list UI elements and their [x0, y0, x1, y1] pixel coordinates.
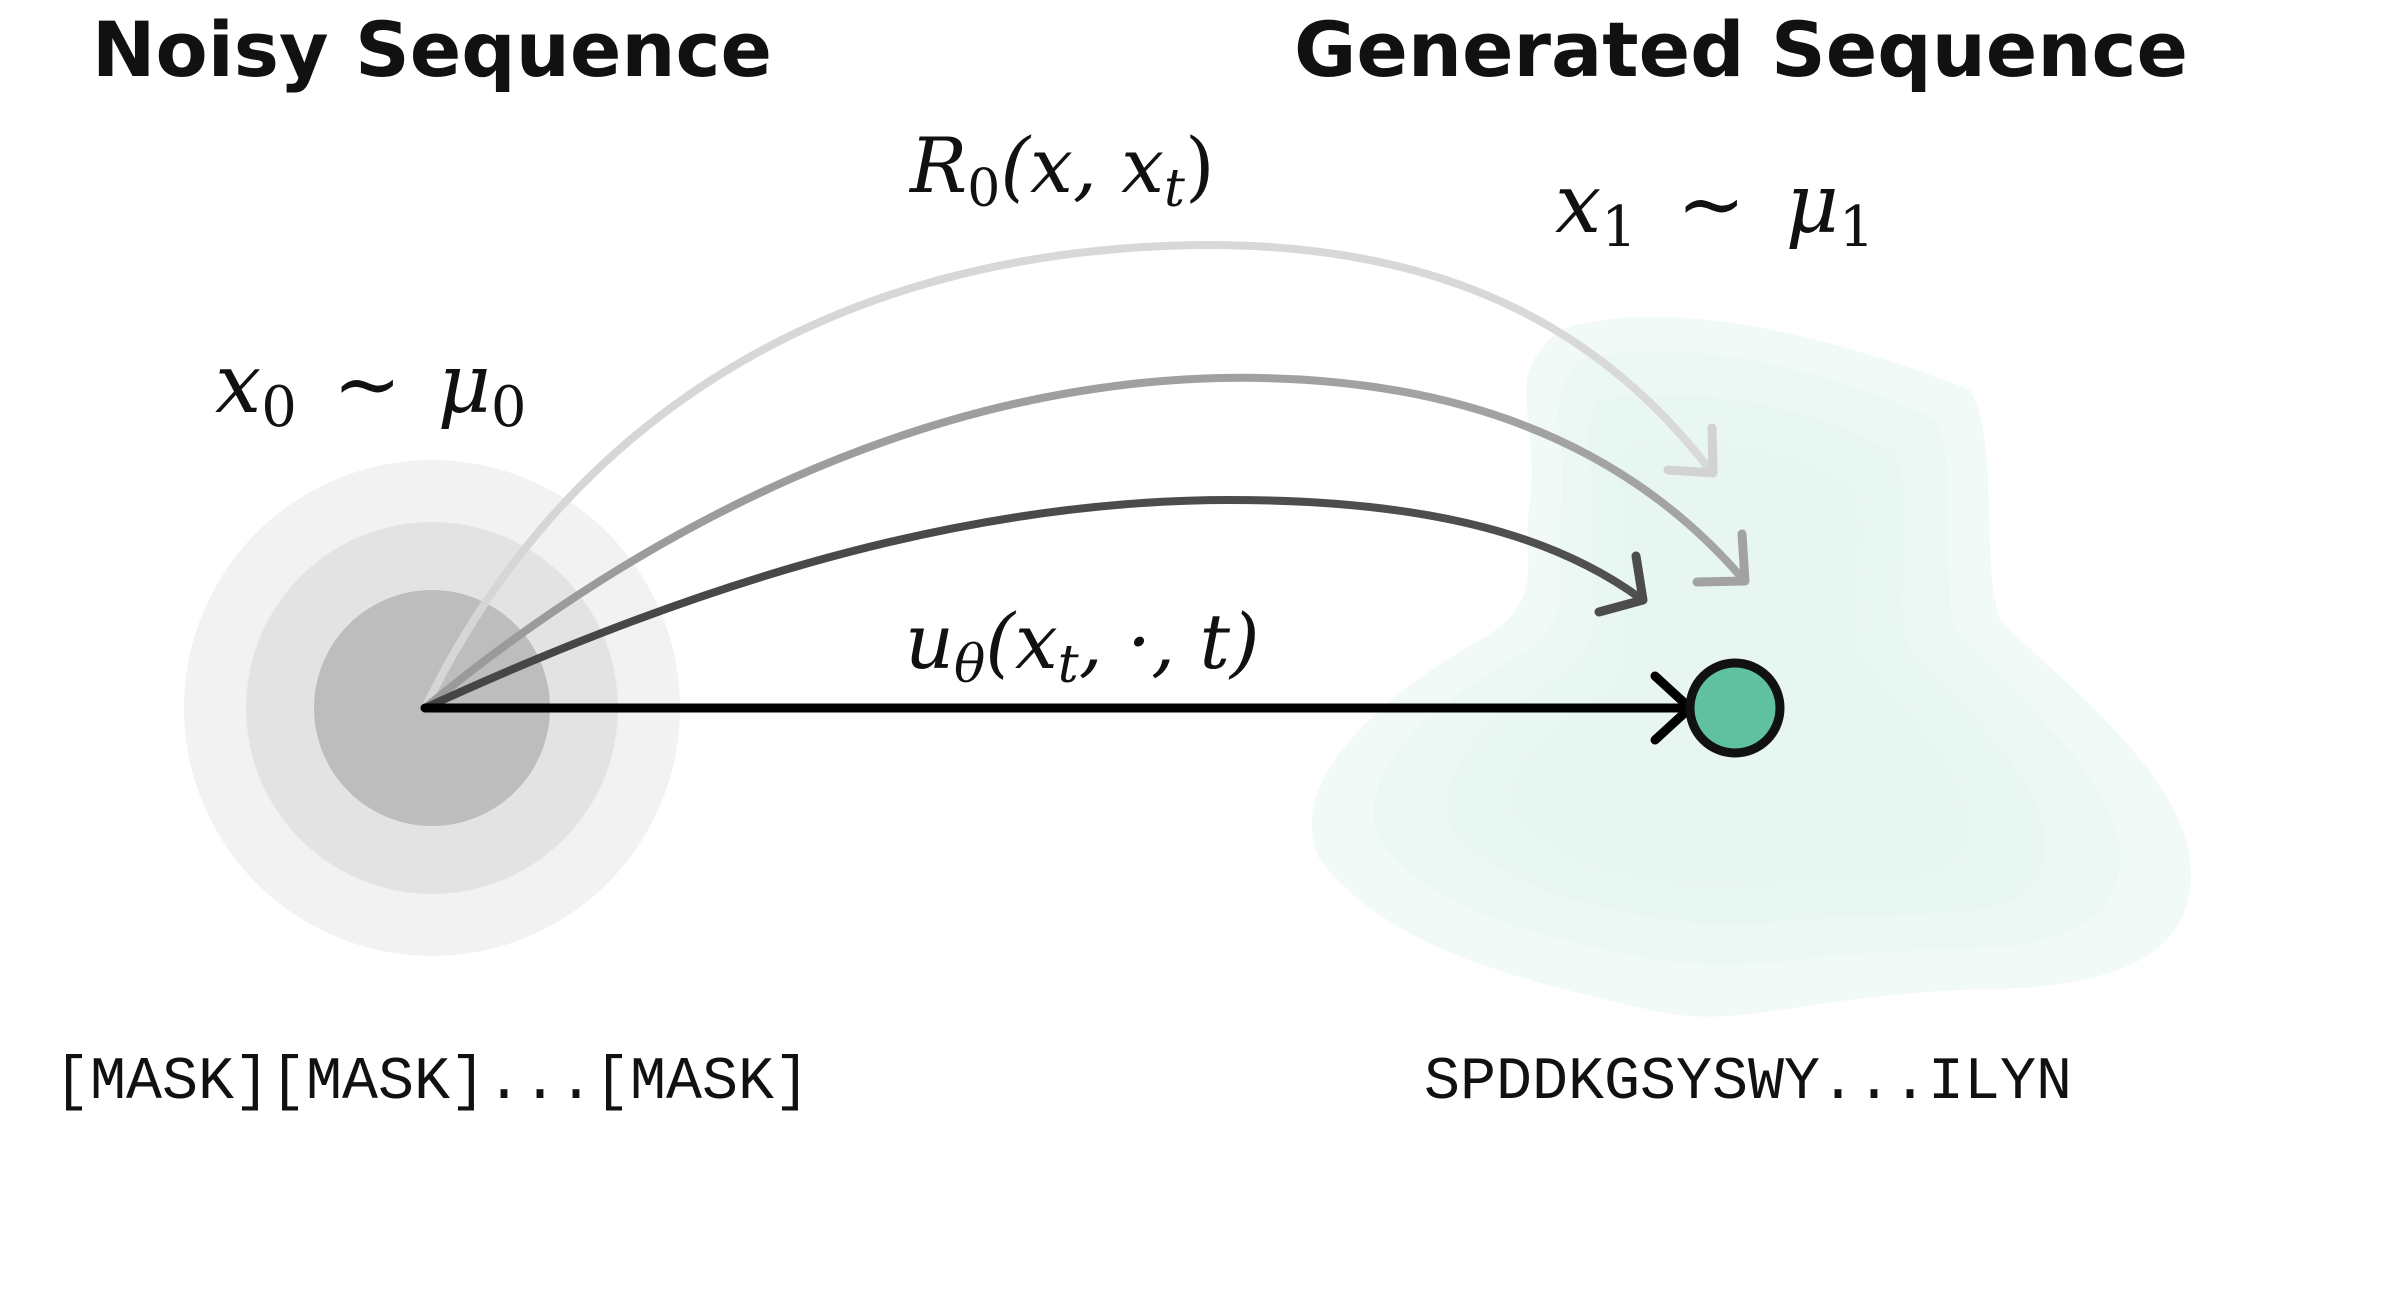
generated-sample-point — [1685, 658, 1785, 758]
reference-arrows — [421, 240, 1750, 712]
reference-arrow-dark — [421, 495, 1644, 712]
masked-sequence: [MASK][MASK]...[MASK] — [54, 1049, 810, 1117]
model-velocity-label: uθ(xt, ·, t) — [905, 597, 1260, 695]
reference-arrow-light-head — [1663, 423, 1718, 478]
generated-sequence-heading: Generated Sequence — [1294, 5, 2188, 94]
reference-arrow-dark-head — [1594, 551, 1648, 617]
reference-arrow-mid-head — [1692, 529, 1750, 587]
target-distribution-label: x1~μ1 — [1555, 157, 1875, 260]
generated-sequence: SPDDKGSYSWY...ILYN — [1424, 1049, 2072, 1117]
reference-arrow-light — [421, 240, 1714, 712]
reference-process-label: R0(x, xt) — [908, 121, 1215, 219]
noisy-sequence-heading: Noisy Sequence — [92, 5, 772, 94]
noise-distribution-label: x0~μ0 — [215, 337, 527, 440]
reference-arrow-mid — [421, 373, 1746, 712]
